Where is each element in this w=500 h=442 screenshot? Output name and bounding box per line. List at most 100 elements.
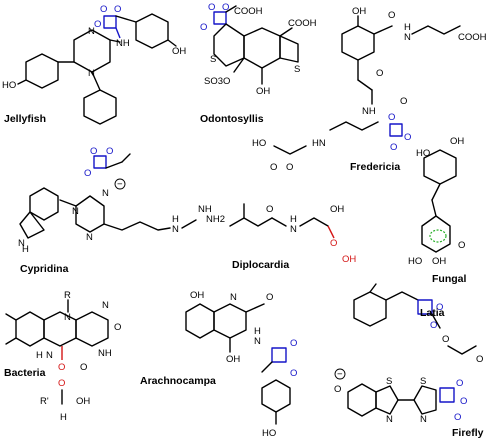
atom-oh: OH (330, 204, 344, 215)
atom-nh: NH (98, 348, 112, 359)
atom-r-prime: R' (40, 396, 49, 407)
atom-ho: HO (416, 148, 430, 159)
fredericia-structure: OH O H N COOH O NH O O O O HN O HO O Fre… (252, 6, 487, 173)
atom-o: O (222, 2, 229, 13)
atom-o: O (290, 338, 297, 349)
atom-s: S (210, 54, 216, 65)
atom-oh: OH (352, 6, 366, 17)
atom-o: O (330, 238, 337, 249)
minus-charge-icon (334, 368, 346, 380)
atom-n: N (254, 336, 261, 347)
atom-nh2: NH2 (206, 214, 225, 225)
atom-oh: OH (190, 290, 204, 301)
atom-so3o: SO3O (204, 76, 230, 87)
atom-h: H (290, 214, 297, 225)
atom-n: N (86, 232, 93, 243)
atom-h: H (254, 326, 261, 337)
atom-o: O (106, 146, 113, 157)
atom-o: O (286, 162, 293, 173)
atom-o: O (458, 240, 465, 251)
atom-n: N (64, 312, 71, 323)
atom-o: O (430, 320, 437, 331)
label-jellyfish: Jellyfish (4, 113, 46, 125)
atom-ho: HO (252, 138, 266, 149)
atom-s: S (420, 376, 426, 387)
atom-cooh: COOH (288, 18, 317, 29)
atom-o: O (58, 378, 65, 389)
atom-o: O (388, 112, 395, 123)
atom-n: N (404, 32, 411, 43)
label-firefly: Firefly (452, 427, 484, 439)
atom-o: O (100, 4, 107, 15)
atom-o: O (114, 322, 121, 333)
atom-s: S (386, 376, 392, 387)
label-latia: Latia (420, 307, 445, 319)
firefly-structure: − O S N S N O O O Firefly (334, 368, 484, 439)
atom-n: N (18, 238, 25, 249)
atom-o: O (436, 302, 443, 313)
atom-o: O (90, 146, 97, 157)
odontosyllis-structure: O O O COOH S COOH S OH SO3O Odontosyllis (200, 2, 317, 125)
atom-n: N (88, 68, 95, 79)
atom-o: O (456, 378, 463, 389)
atom-o: O (208, 2, 215, 13)
atom-nh: NH (362, 106, 376, 117)
atom-o: O (270, 162, 277, 173)
atom-oh: OH (226, 354, 240, 365)
atom-o: O (84, 168, 91, 179)
atom-oh: OH (256, 86, 270, 97)
atom-h: H (22, 244, 29, 255)
atom-n: N (88, 26, 95, 37)
atom-oh: OH (432, 256, 446, 267)
atom-ho: HO (262, 428, 276, 439)
atom-o: O (400, 96, 407, 107)
atom-o: O (476, 354, 483, 365)
cypridina-structure: O O O − N N N H N NH NH2 H N Cypridina (18, 146, 225, 275)
atom-hn: HN (312, 138, 326, 149)
label-fungal: Fungal (432, 273, 466, 285)
atom-oh: OH (76, 396, 90, 407)
atom-h: H (404, 22, 411, 33)
fungal-structure: HO OH HO OH O Fungal (408, 136, 466, 285)
label-odontosyllis: Odontosyllis (200, 113, 264, 125)
atom-cooh: COOH (234, 6, 263, 17)
atom-o: O (200, 22, 207, 33)
bacteria-structure: R N N O NH O H N O O R' OH H Bacteria (4, 290, 121, 423)
label-arachnocampa: Arachnocampa (140, 375, 216, 387)
atom-n: N (102, 188, 109, 199)
atom-h: H (172, 214, 179, 225)
label-diplocardia: Diplocardia (232, 259, 289, 271)
atom-o: O (388, 10, 395, 21)
label-bacteria: Bacteria (4, 367, 46, 379)
latia-structure: O O O O Latia (353, 283, 483, 365)
label-cypridina: Cypridina (20, 263, 69, 275)
jellyfish-structure: N N NH O O O OH HO Jellyfish (2, 4, 186, 125)
atom-ho: HO (2, 80, 16, 91)
atom-h: H (36, 350, 43, 361)
atom-o: O (290, 368, 297, 379)
atom-cooh: COOH (458, 32, 487, 43)
atom-o: O (80, 362, 87, 373)
atom-h: H (60, 412, 67, 423)
atom-o: O (266, 204, 273, 215)
atom-n: N (230, 292, 237, 303)
atom-oh: OH (342, 254, 356, 265)
arachnocampa-structure: OH N O OH H N O O HO Arachnocampa (140, 290, 297, 439)
diplocardia-structure: O H N OH O OH Diplocardia (229, 203, 356, 271)
atom-n: N (290, 224, 297, 235)
atom-o: O (460, 396, 467, 407)
atom-o: O (334, 384, 341, 395)
atom-n: N (420, 414, 427, 425)
label-fredericia: Fredericia (350, 161, 400, 173)
atom-o: O (114, 4, 121, 15)
atom-n: N (46, 350, 53, 361)
atom-r: R (64, 290, 71, 301)
atom-o: O (58, 362, 65, 373)
atom-oh: OH (172, 46, 186, 57)
atom-o: O (404, 132, 411, 143)
atom-n: N (72, 206, 79, 217)
atom-o: O (376, 68, 383, 79)
atom-n: N (386, 414, 393, 425)
atom-o: O (94, 19, 101, 30)
atom-oh: OH (450, 136, 464, 147)
